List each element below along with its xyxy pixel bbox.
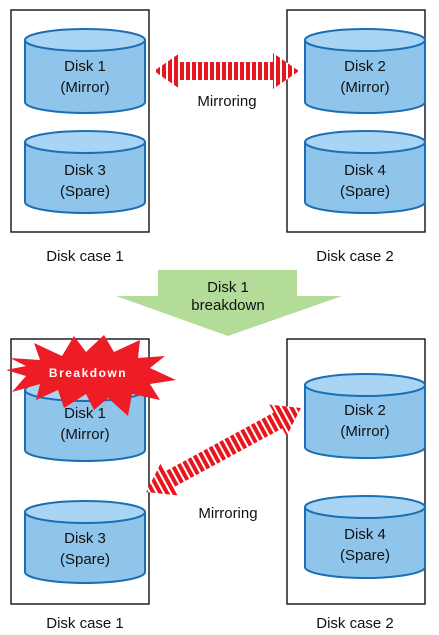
bottom-disk-3: Disk 3 (Spare) <box>24 500 146 584</box>
top-disk-4: Disk 4 (Spare) <box>304 130 426 214</box>
breakdown-burst: Breakdown <box>6 335 176 416</box>
top-disk-3: Disk 3 (Spare) <box>24 130 146 214</box>
bottom-mirroring-label: Mirroring <box>198 505 257 522</box>
bottom-disk-2-role: (Mirror) <box>340 423 389 440</box>
bottom-disk-3-name: Disk 3 <box>64 530 106 547</box>
top-disk-2-role: (Mirror) <box>340 79 389 96</box>
bottom-scenario: Disk 1 (Mirror) Disk 3 (Spare) Disk 2 (M… <box>6 335 426 632</box>
top-disk-2: Disk 2 (Mirror) <box>304 28 426 114</box>
top-mirroring-arrow <box>154 53 299 89</box>
bottom-disk-1-role: (Mirror) <box>60 426 109 443</box>
bottom-disk-4: Disk 4 (Spare) <box>304 495 426 579</box>
top-disk-3-role: (Spare) <box>60 183 110 200</box>
bottom-disk-1-name: Disk 1 <box>64 405 106 422</box>
top-disk-1: Disk 1 (Mirror) <box>24 28 146 114</box>
bottom-disk-3-role: (Spare) <box>60 551 110 568</box>
top-disk-4-role: (Spare) <box>340 183 390 200</box>
top-disk-1-role: (Mirror) <box>60 79 109 96</box>
bottom-disk-case-2-label: Disk case 2 <box>316 615 394 632</box>
breakdown-transition-arrow: Disk 1 breakdown <box>116 270 342 336</box>
top-disk-4-name: Disk 4 <box>344 162 386 179</box>
top-disk-case-2-label: Disk case 2 <box>316 248 394 265</box>
top-scenario: Disk 1 (Mirror) Disk 3 (Spare) Disk 2 (M… <box>10 9 426 265</box>
bottom-disk-case-1-label: Disk case 1 <box>46 615 124 632</box>
bottom-disk-4-role: (Spare) <box>340 547 390 564</box>
transition-label-line-1: Disk 1 <box>207 279 249 296</box>
top-disk-case-1-label: Disk case 1 <box>46 248 124 265</box>
top-disk-3-name: Disk 3 <box>64 162 106 179</box>
breakdown-label: Breakdown <box>49 366 127 380</box>
top-disk-2-name: Disk 2 <box>344 58 386 75</box>
top-mirroring-label: Mirroring <box>197 93 256 110</box>
bottom-mirroring-arrow <box>146 404 301 496</box>
top-disk-1-name: Disk 1 <box>64 58 106 75</box>
bottom-disk-2-name: Disk 2 <box>344 402 386 419</box>
bottom-disk-2: Disk 2 (Mirror) <box>304 373 426 459</box>
bottom-disk-4-name: Disk 4 <box>344 526 386 543</box>
transition-label-line-2: breakdown <box>191 297 264 314</box>
